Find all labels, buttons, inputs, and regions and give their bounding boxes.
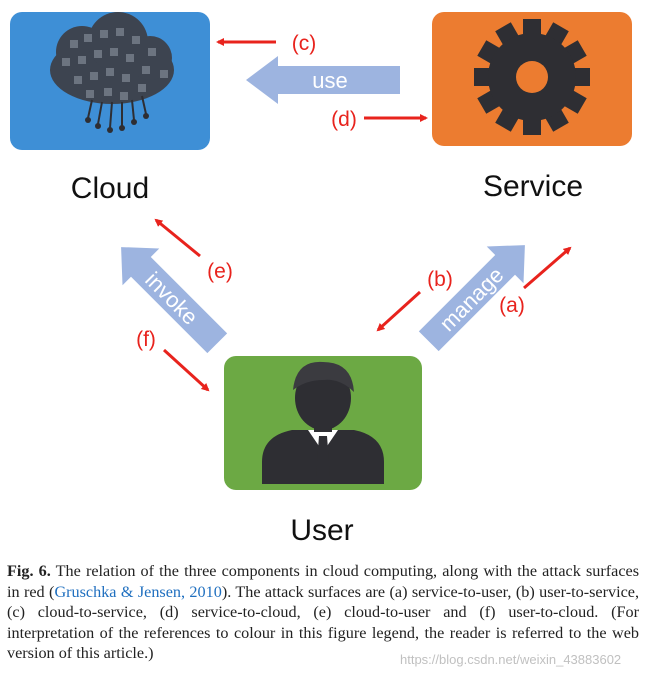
invoke-label: invoke	[140, 267, 203, 330]
user-node	[224, 356, 422, 490]
use-label: use	[312, 68, 347, 93]
attack-label-d: (d)	[331, 108, 357, 131]
attack-arrow-e	[154, 218, 201, 258]
caption-text-1: The relation of the three components in …	[7, 562, 639, 601]
use-flow-arrow: use	[246, 56, 400, 104]
attack-label-c: (c)	[292, 32, 317, 55]
figure-caption: Fig. 6. The relation of the three compon…	[7, 561, 639, 664]
person-icon	[262, 361, 384, 484]
reference-link[interactable]: Gruschka & Jensen, 2010	[54, 582, 222, 601]
cloud-label: Cloud	[71, 172, 149, 205]
cloud-node	[10, 12, 210, 150]
user-label: User	[290, 514, 353, 547]
attack-arrow-b	[376, 290, 422, 332]
attack-arrows	[154, 38, 572, 392]
attack-label-e: (e)	[207, 260, 233, 283]
invoke-flow-arrow: invoke	[121, 247, 228, 354]
cloud-icon	[50, 12, 174, 133]
figure-number: Fig. 6.	[7, 562, 51, 580]
attack-arrow-f	[162, 348, 210, 392]
service-label: Service	[483, 170, 583, 203]
attack-label-b: (b)	[427, 268, 453, 291]
attack-label-a: (a)	[499, 294, 525, 317]
attack-label-f: (f)	[136, 328, 156, 351]
watermark: https://blog.csdn.net/weixin_43883602	[400, 652, 622, 667]
service-node	[432, 12, 632, 146]
diagram-canvas: Cloud Service User use invoke manage (c)…	[10, 12, 632, 547]
attack-arrow-a	[523, 246, 572, 290]
caption-text-2: ). The attack surfaces are (a) service-t…	[7, 582, 639, 663]
gear-icon	[474, 19, 590, 135]
